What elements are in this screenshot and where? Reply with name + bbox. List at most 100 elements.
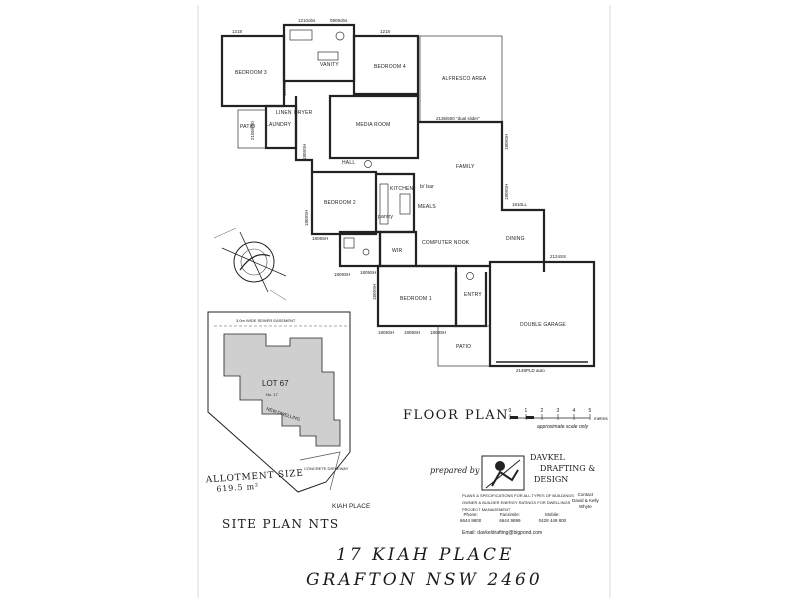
dim-bath-window: 1210obs — [298, 18, 316, 23]
address-line2: GRAFTON NSW 2460 — [306, 570, 543, 590]
shower-fixture — [343, 237, 355, 249]
scale-note: approximate scale only — [537, 424, 589, 430]
label-vanity: VANITY — [320, 62, 339, 68]
dim-bed4-window: 1218 — [380, 29, 391, 34]
label-alfresco: ALFRESCO AREA — [442, 76, 487, 82]
dim-bed1-window-b: 1809SH — [404, 330, 420, 335]
service-item: PLANS & SPECIFICATIONS FOR ALL TYPES OF … — [462, 493, 574, 498]
firm-name: DAVKEL DRAFTING & DESIGN — [530, 452, 595, 485]
dim-garage-side: 2124SS — [550, 254, 566, 259]
wall-kitchen — [376, 172, 416, 234]
phone-value: 6644 9800 — [460, 518, 482, 523]
bath-fixture — [289, 29, 313, 41]
label-entry: ENTRY — [464, 292, 482, 298]
label-patio-left: PATIO — [240, 124, 255, 130]
dim-media-window: 1809SH — [302, 144, 307, 160]
wall-bedroom4 — [352, 34, 420, 96]
compass-ring — [233, 241, 275, 283]
compass-pointer-b — [269, 289, 287, 301]
service-item: PROJECT MANAGEMENT — [462, 507, 511, 512]
dim-laundry-door: 2105/600 — [250, 121, 255, 140]
floor-plan-walls — [220, 23, 596, 368]
dim-ensuite-window: 1809SH — [334, 272, 350, 277]
plan-fixtures — [289, 29, 588, 363]
wall-hall-west — [294, 96, 314, 172]
email-label: Email: — [462, 530, 476, 536]
wall-bathroom — [282, 23, 356, 83]
dim-family-window: 1809SH — [504, 134, 509, 150]
firm-name-line3: DESIGN — [534, 475, 569, 484]
dim-bed2-south: 1809SH — [312, 236, 328, 241]
site-lot-number: No. 17 — [266, 392, 279, 397]
wall-family-east — [418, 120, 546, 272]
compass-inner-ring — [240, 248, 268, 276]
fax-label: Facsimile: — [499, 512, 521, 517]
label-hall: HALL — [342, 160, 355, 166]
label-dining: DINING — [506, 236, 525, 242]
label-media: MEDIA ROOM — [356, 122, 391, 128]
wall-patio-front — [437, 325, 491, 367]
label-bedroom1: BEDROOM 1 — [400, 296, 432, 302]
scale-tick-label: 4 — [573, 408, 576, 414]
fax-value: 6644 9899 — [499, 518, 521, 523]
scale-segment-0 — [510, 416, 518, 419]
wall-ensuite — [338, 230, 382, 268]
kitchen-bench — [379, 183, 389, 225]
compass-axis-b — [239, 231, 269, 293]
site-driveway-label: CONCRETE DRIVEWAY — [304, 466, 349, 471]
label-bedroom3: BEDROOM 3 — [235, 70, 267, 76]
services-list: PLANS & SPECIFICATIONS FOR ALL TYPES OF … — [462, 492, 574, 513]
dim-bed2-window: 1809SH — [304, 210, 309, 226]
contact-label: Contact — [577, 492, 594, 497]
dim-garage-door: 2148PLD auto — [516, 368, 545, 373]
phone-entry: Phone: 6644 9800 — [460, 512, 481, 524]
phone-label: Phone: — [463, 512, 478, 517]
firm-name-line2: DRAFTING & — [540, 464, 596, 473]
email-value: davkeldrafting@bigpond.com — [477, 530, 543, 536]
ensuite-toilet — [362, 248, 370, 256]
contact-block: Contact David & Kelly Whyte — [572, 492, 599, 510]
dim-dining-window: 1810LL — [512, 202, 528, 207]
dim-ensuite-south: 1809SH — [360, 270, 376, 275]
logo-frame — [481, 455, 525, 491]
dimension-labels: 1218 1210obs 0909obs 1218 2136/600 "dual… — [232, 18, 566, 373]
mobile-value: 0428 449 800 — [538, 518, 567, 523]
label-patio-front: PATIO — [456, 344, 471, 350]
dim-wc-window: 0909obs — [330, 18, 348, 23]
label-bedroom2: BEDROOM 2 — [324, 200, 356, 206]
wall-media — [328, 94, 420, 160]
dim-dual-slider: 2136/600 "dual slider" — [436, 116, 480, 121]
dim-bed3-window: 1218 — [232, 29, 243, 34]
kitchen-island — [399, 193, 411, 215]
new-dwelling-footprint — [223, 333, 341, 447]
prepared-by-label: prepared by — [430, 466, 480, 475]
phone-numbers: Phone: 6644 9800 Facsimile: 6644 9899 Mo… — [460, 512, 566, 524]
mobile-label: Mobile: — [545, 512, 560, 517]
label-double-garage: DOUBLE GARAGE — [520, 322, 566, 328]
dim-bed3-east: 1809SH — [282, 80, 287, 96]
dim-bed1-window-c: 1809SH — [430, 330, 446, 335]
site-lot-label: LOT 67 — [262, 379, 289, 388]
site-plan-drawing: 3.0m WIDE SEWER EASEMENT LOT 67 No. 17 N… — [207, 311, 371, 510]
scale-tick-label: 1 — [525, 408, 528, 414]
label-meals: MEALS — [418, 204, 436, 210]
scale-tick-label: 5 — [589, 408, 592, 414]
service-item: OWNER & BUILDER ENERGY RATINGS FOR DWELL… — [462, 500, 571, 505]
label-bedroom4: BEDROOM 4 — [374, 64, 406, 70]
hall-marker — [364, 160, 372, 168]
site-plan-title: SITE PLAN NTS — [222, 517, 340, 531]
logo-figure-head — [495, 461, 505, 471]
dim-meals-window: 1809SH — [504, 184, 509, 200]
scale-segment-2 — [526, 416, 534, 419]
dim-bed1-west: 1809SH — [372, 284, 377, 300]
scale-unit: metres — [594, 416, 609, 421]
driveway-outline — [299, 451, 341, 491]
logo-drafting-arm — [485, 459, 521, 489]
label-dryer: DRYER — [294, 110, 313, 116]
label-kitchen: KITCHEN — [390, 186, 414, 192]
wall-bedroom2 — [310, 170, 378, 236]
fax-entry: Facsimile: 6644 9899 — [499, 512, 520, 524]
